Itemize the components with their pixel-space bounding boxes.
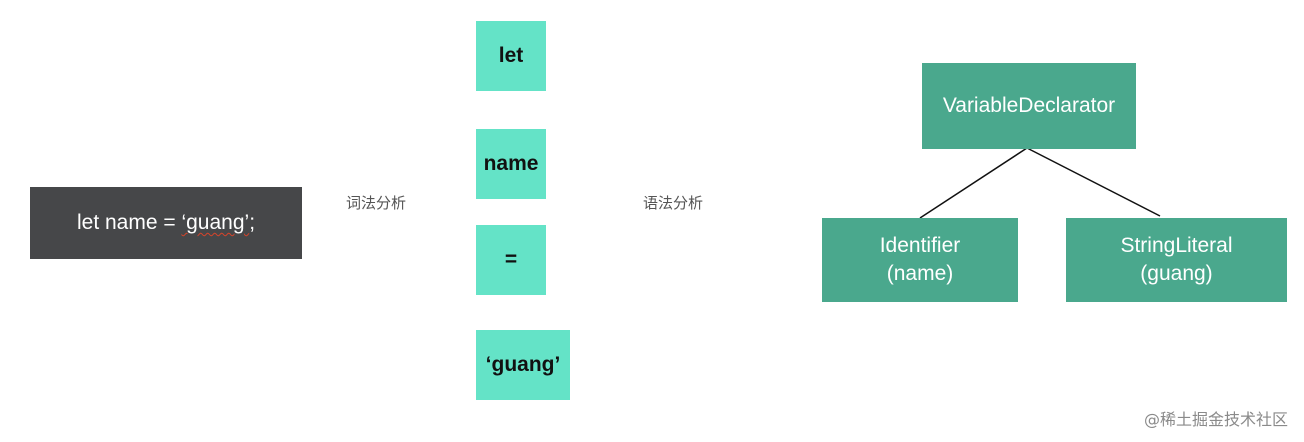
ast-edge-right	[1026, 147, 1161, 217]
ast-node-identifier-value: (name)	[886, 262, 954, 285]
ast-node-root-label: VariableDeclarator	[942, 94, 1116, 117]
source-code-prefix: let name =	[76, 211, 182, 234]
lexical-analysis-label: 词法分析	[346, 194, 407, 212]
token-equals: =	[476, 225, 546, 295]
source-code-box: let name = ‘guang’;	[30, 187, 302, 259]
ast-node-string-literal-value: (guang)	[1140, 262, 1213, 285]
ast-node-variable-declarator: VariableDeclarator	[922, 63, 1136, 149]
ast-node-string-literal: StringLiteral (guang)	[1066, 218, 1287, 302]
ast-edge-left	[919, 147, 1028, 219]
ast-node-identifier-type: Identifier	[879, 234, 961, 257]
token-guang: ‘guang’	[476, 330, 570, 400]
ast-node-string-literal-type: StringLiteral	[1120, 234, 1233, 257]
source-code-text: let name = ‘guang’;	[77, 211, 255, 235]
watermark-text: @稀土掘金技术社区	[1143, 410, 1288, 429]
source-code-string: ‘guang’	[181, 211, 250, 234]
token-name: name	[476, 129, 546, 199]
syntax-analysis-label: 语法分析	[643, 194, 704, 212]
ast-node-identifier: Identifier (name)	[822, 218, 1018, 302]
token-let: let	[476, 21, 546, 91]
source-code-suffix: ;	[249, 211, 256, 234]
